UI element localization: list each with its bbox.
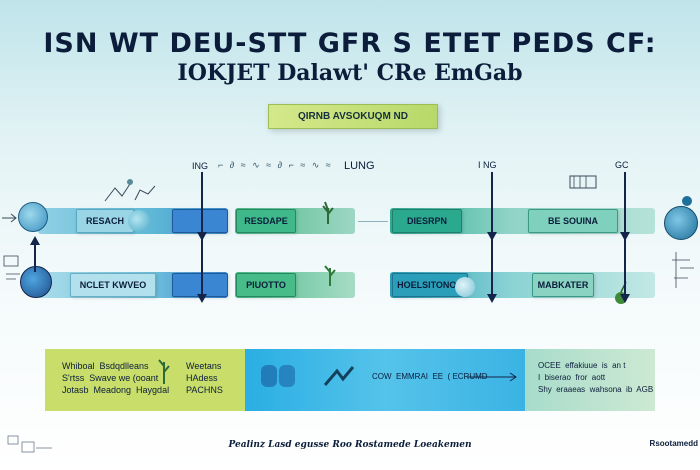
- sketch-right-icon: [672, 252, 694, 288]
- stage-label-right-b: GC: [615, 160, 629, 170]
- sketch-figures-icon: [104, 179, 156, 202]
- row1-box-research: RESACH: [76, 209, 134, 233]
- plant-icon: [322, 201, 334, 224]
- main-title: ISN WT DEU-STT GFR S ETET PEDS CF:: [43, 28, 657, 59]
- subtitle: IOKJET Dalawt' CRe EmGab: [177, 60, 523, 86]
- panel-center-figures-icon: [261, 365, 355, 387]
- left-node-top-circle: [18, 202, 48, 232]
- arrow-head-3a: [620, 232, 630, 241]
- row1-box-blue: [172, 209, 228, 233]
- footer-brand: Rsootamedd: [649, 439, 698, 448]
- row2-box-piuotto: PIUOTTO: [236, 273, 296, 297]
- arrow-line-left: [34, 242, 36, 272]
- panel-left-text: Whiboal Bsdqdlleans S'rtss Swave we (ooa…: [62, 361, 170, 395]
- right-bubble-small-circle: [682, 196, 692, 206]
- row2-box-mabkater: MABKATER: [532, 273, 594, 297]
- arrow-head-1a: [197, 232, 207, 241]
- stage-label-right-a: I NG: [478, 160, 497, 170]
- left-node-bottom-circle: [20, 266, 52, 298]
- bottom-panel-left: [45, 349, 245, 411]
- arrow-head-left-up: [30, 236, 40, 245]
- panel-center-arrow-icon: [468, 372, 517, 382]
- arrow-head-2a: [487, 232, 497, 241]
- bottom-panel-right: [525, 349, 655, 411]
- stage-glyphs: ⌐ ∂ ≈ ∿ ≈ ∂ ⌐ ≈ ∿ ≈: [218, 160, 333, 170]
- arrow-head-1b: [197, 294, 207, 303]
- panel-right-text: OCEE effakiuue is an t I biserao fror ao…: [538, 361, 654, 394]
- right-globe-circle: [664, 206, 698, 240]
- sketch-equipment-icon: [569, 175, 597, 189]
- row2-bubble-circle: [455, 277, 475, 297]
- row1-box-solution: BE SOUINA: [528, 209, 618, 233]
- arrow-head-3b: [620, 294, 630, 303]
- arrow-head-2b: [487, 294, 497, 303]
- row1-box-response: RESDAPE: [236, 209, 296, 233]
- row1-connector: [358, 221, 388, 222]
- plant-icon-2: [324, 265, 336, 286]
- stage-label-middle: LUNG: [344, 160, 375, 172]
- stage-label-left: ING: [192, 161, 209, 171]
- row1-box-diesrpn: DIESRPN: [392, 209, 462, 233]
- row1-globe-circle: [128, 210, 150, 232]
- footer-caption: Pealinz Lasd egusse Roo Rostamede Loeake…: [228, 440, 472, 450]
- panel-plant-icon: [158, 359, 170, 384]
- panel-left-text-2: Weetans HAdess PACHNS: [186, 361, 223, 395]
- row2-box-nclet: NCLET KWVEO: [70, 273, 156, 297]
- footer-sketch-icon: [7, 435, 52, 453]
- sketch-left-icon: [3, 255, 20, 280]
- section-pill: QIRNB AVSOKUQM ND: [268, 104, 438, 129]
- arrow-sketch-icon: [2, 213, 17, 223]
